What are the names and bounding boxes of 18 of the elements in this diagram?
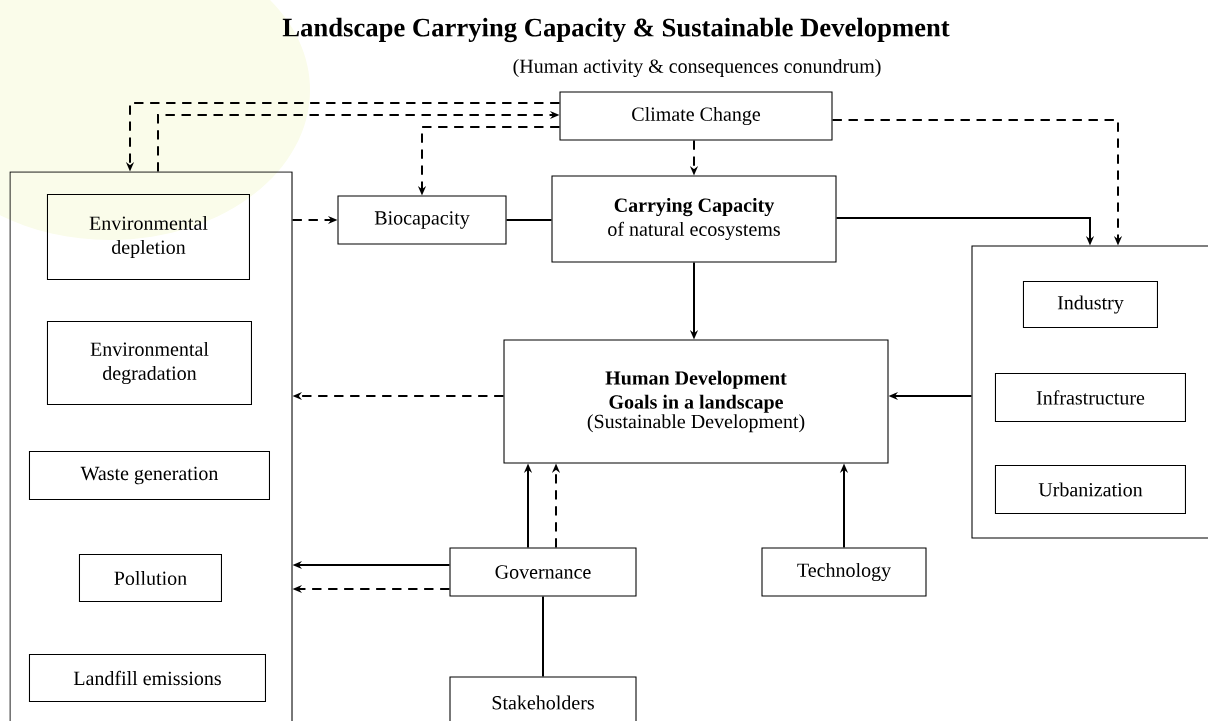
group-box [971,245,1208,539]
box: Infrastructure [994,372,1186,422]
process-box: Climate Change [559,91,833,141]
box: Environmental degradation [46,321,252,405]
process-box: Technology [761,547,927,597]
process-box: Biocapacity [337,195,507,245]
box: Pollution [78,554,222,602]
group-box [9,171,293,721]
box: Urbanization [994,464,1186,514]
box: Environmental depletion [46,193,250,281]
process-box: Human Development Goals in a landscape (Sustainable Development) [503,339,889,464]
box: Waste generation [28,450,270,501]
title: Landscape Carrying Capacity & Sustainable Development [282,17,950,43]
box: Industry [1022,280,1158,328]
process-box: Carrying Capacity of natural ecosystems [551,175,837,263]
box: Landfill emissions [28,654,266,702]
process-box: Stakeholders [449,676,637,721]
process-box: Governance [449,547,637,597]
